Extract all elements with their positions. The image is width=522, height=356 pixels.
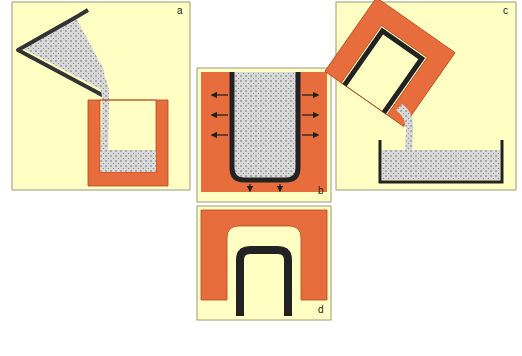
panel-letter: b <box>318 186 324 196</box>
panel-b <box>197 68 331 202</box>
pitcher <box>18 10 104 96</box>
panel-letter: a <box>177 6 183 16</box>
plaster-mold <box>88 100 168 186</box>
container <box>380 140 502 182</box>
panel-letter: d <box>318 305 324 315</box>
slip-in-mold <box>100 150 156 172</box>
plaster-mold <box>201 210 327 300</box>
slip-in-mold <box>232 72 298 180</box>
panel-d <box>197 206 331 320</box>
water-absorption-arrows <box>212 95 318 191</box>
drained-slip <box>382 150 500 180</box>
plaster-mold <box>201 72 327 192</box>
cast-part <box>240 250 288 316</box>
panel-letter: c <box>503 6 508 16</box>
inverted-mold <box>325 0 455 126</box>
cast-layer <box>232 72 298 180</box>
slip-in-pitcher <box>22 18 106 92</box>
panel-a <box>12 2 190 190</box>
